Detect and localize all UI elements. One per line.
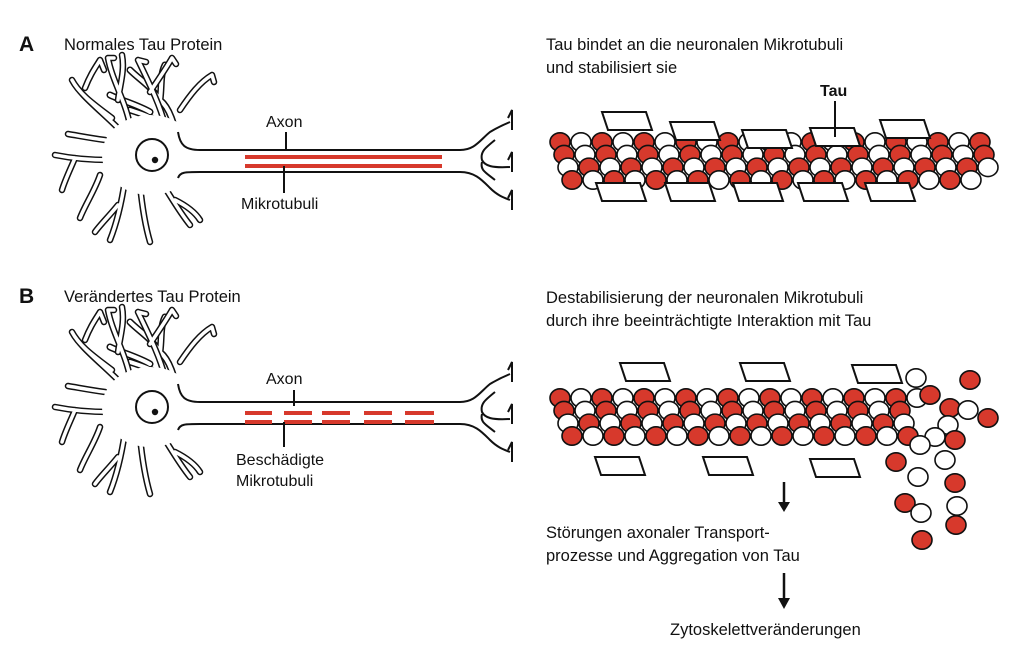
alpha-tubulin [645, 170, 667, 191]
alpha-tubulin [603, 425, 625, 446]
panel-b-caption-line2: durch ihre beeinträchtigte Interaktion m… [546, 312, 872, 330]
beta-tubulin [960, 170, 982, 191]
alpha-tubulin [645, 425, 667, 446]
beta-tubulin [582, 425, 604, 446]
tau-protein [594, 182, 648, 202]
flow-step-1-line2: prozesse und Aggregation von Tau [546, 547, 800, 565]
alpha-tubulin-loose [885, 451, 907, 472]
flow-step-2: Zytoskelettveränderungen [670, 621, 861, 639]
alpha-tubulin [561, 170, 583, 191]
tau-protein-detached [808, 458, 862, 478]
beta-tubulin [834, 425, 856, 446]
alpha-tubulin-loose [919, 384, 941, 405]
alpha-tubulin [939, 170, 961, 191]
tau-proteins-detached [593, 362, 904, 478]
alpha-tubulin-loose [944, 429, 966, 450]
panel-b-pointer-lines [283, 390, 295, 447]
panel-b-microtubule-label-line1: Beschädigte [236, 452, 325, 469]
tau-protein [878, 119, 932, 139]
alpha-tubulin [855, 425, 877, 446]
beta-tubulin-loose [907, 466, 929, 487]
beta-tubulin [876, 425, 898, 446]
panel-b-microtubule-label-line2: Mikrotubuli [236, 473, 314, 490]
beta-tubulin-loose [934, 449, 956, 470]
alpha-tubulin [771, 425, 793, 446]
panel-a-title: Normales Tau Protein [64, 36, 223, 54]
alpha-tubulin [561, 425, 583, 446]
alpha-tubulin-loose [894, 492, 916, 513]
tau-protein [740, 129, 794, 149]
tau-proteins-bound [594, 111, 932, 202]
beta-tubulin [708, 170, 730, 191]
microtubules-intact [245, 132, 442, 193]
tau-protein-detached [701, 456, 755, 476]
beta-tubulin [918, 170, 940, 191]
beta-tubulin-loose [946, 495, 968, 516]
panel-a-axon-label: Axon [266, 114, 303, 131]
alpha-tubulin-loose [945, 514, 967, 535]
tau-protein [600, 111, 654, 131]
alpha-tubulin-loose [939, 397, 961, 418]
panel-b-letter: B [19, 285, 35, 308]
tau-protein [663, 182, 717, 202]
loose-tubulin-dimers [885, 367, 999, 550]
alpha-tubulin [813, 425, 835, 446]
tau-protein-detached [738, 362, 792, 382]
beta-tubulin [977, 157, 999, 178]
microtubules-damaged [245, 411, 434, 424]
panel-b-axon-label: Axon [266, 371, 303, 388]
tau-protein-detached [593, 456, 647, 476]
panel-a-caption-line2: und stabilisiert sie [546, 59, 678, 77]
beta-tubulin [666, 425, 688, 446]
microtubule-destabilized [549, 387, 928, 446]
tau-protein [668, 121, 722, 141]
panel-a-caption-line1: Tau bindet an die neuronalen Mikrotubuli [546, 36, 844, 54]
beta-tubulin-loose [957, 399, 979, 420]
beta-tubulin-loose [909, 434, 931, 455]
arrow-down-icon [778, 573, 790, 609]
alpha-tubulin-loose [977, 407, 999, 428]
panel-a-microtubule-label: Mikrotubuli [241, 196, 319, 213]
alpha-tubulin-loose [959, 369, 981, 390]
alpha-tubulin-loose [911, 529, 933, 550]
tau-protein-detached [618, 362, 672, 382]
alpha-tubulin-loose [944, 472, 966, 493]
neuron-altered [55, 307, 512, 494]
panel-a-letter: A [19, 33, 35, 56]
panel-b-caption-line1: Destabilisierung der neuronalen Mikrotub… [546, 289, 864, 307]
neuron-normal [55, 55, 512, 242]
flow-step-1-line1: Störungen axonaler Transport- [546, 524, 770, 542]
tau-protein [863, 182, 917, 202]
alpha-tubulin [687, 425, 709, 446]
beta-tubulin [750, 425, 772, 446]
beta-tubulin [792, 425, 814, 446]
beta-tubulin-loose [910, 502, 932, 523]
tau-protein [731, 182, 785, 202]
alpha-tubulin [729, 425, 751, 446]
tau-protein-detached [850, 364, 904, 384]
beta-tubulin [708, 425, 730, 446]
tau-protein [796, 182, 850, 202]
tau-label: Tau [820, 83, 848, 100]
panel-b-title: Verändertes Tau Protein [64, 288, 241, 306]
beta-tubulin [624, 425, 646, 446]
arrow-down-icon [778, 482, 790, 512]
beta-tubulin-loose [905, 367, 927, 388]
